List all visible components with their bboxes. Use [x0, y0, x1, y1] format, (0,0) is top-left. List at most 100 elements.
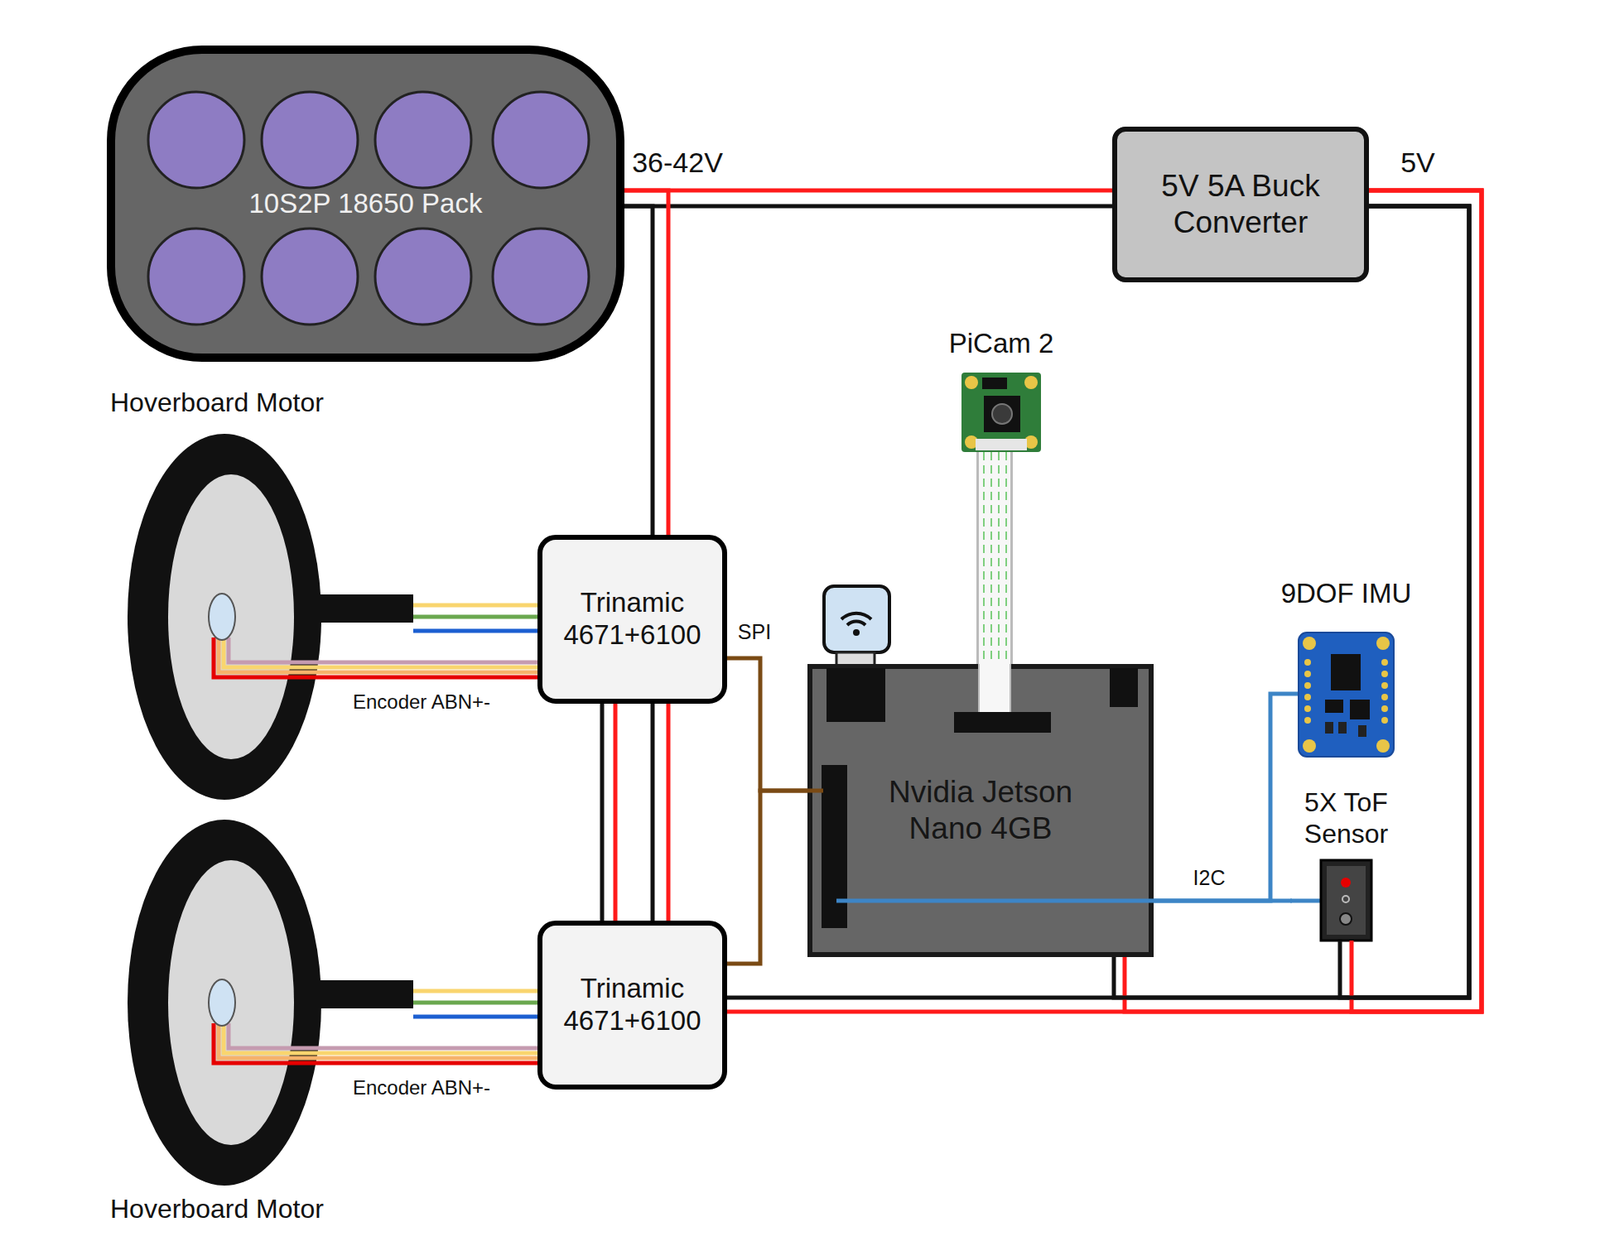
wire — [727, 790, 808, 964]
mount-hole — [1302, 636, 1316, 651]
tof-receiver — [1339, 913, 1352, 926]
wire — [1124, 190, 1482, 1013]
motor-driver: Trinamic 4671+6100 — [537, 920, 728, 1090]
imu-pins — [1304, 659, 1388, 724]
node-label: Trinamic 4671+6100 — [550, 587, 714, 652]
encoder-wire — [223, 1023, 414, 1054]
pin — [1381, 705, 1388, 713]
wire — [624, 206, 653, 535]
pin — [1381, 670, 1388, 678]
voltage-label: 36-42V — [629, 147, 726, 179]
motor-drawing — [127, 819, 414, 1186]
node-label: 5V 5A Buck Converter — [1125, 168, 1356, 241]
mount-hole — [1376, 636, 1390, 651]
wire — [413, 675, 538, 680]
camera-slot — [954, 712, 1051, 733]
jetson-board: Nvidia Jetson Nano 4GB — [807, 664, 1154, 958]
wire-connector — [602, 703, 669, 921]
wire — [624, 204, 1113, 209]
imu-chip — [1330, 654, 1361, 691]
encoder-wire — [213, 1023, 414, 1064]
imu-chip — [1325, 699, 1344, 714]
node-label: PiCam 2 — [949, 327, 1055, 361]
wifi-icon — [853, 629, 860, 637]
imu-part — [1325, 722, 1334, 734]
pin — [1304, 693, 1311, 701]
pin — [1304, 682, 1311, 690]
node-label: 10S2P 18650 Pack — [249, 187, 483, 221]
hoverboard-motor: Hoverboard Motor — [110, 387, 414, 801]
wire — [1153, 693, 1278, 902]
usb-port — [826, 668, 886, 723]
wire — [413, 603, 538, 608]
tof-drawing — [1290, 860, 1372, 941]
wire-connector — [1153, 693, 1278, 902]
node-label: Hoverboard Motor — [110, 387, 324, 420]
wire — [413, 1001, 538, 1006]
wire — [413, 1056, 538, 1061]
mount-hole — [1024, 375, 1038, 390]
tof-face — [1326, 866, 1366, 935]
motor-axle — [208, 593, 236, 641]
i2c-stub — [836, 899, 1154, 904]
wire — [976, 452, 1013, 665]
wire — [613, 703, 618, 921]
voltage-label: 5V — [1397, 147, 1438, 179]
signal-label: I2C — [1190, 867, 1229, 891]
i2c-stub — [1290, 899, 1323, 904]
i2c-stub — [1277, 692, 1301, 697]
wire — [413, 1015, 538, 1020]
wire — [983, 452, 985, 665]
wire-connector — [1113, 190, 1482, 1013]
buck-converter: 5V 5A Buck Converter — [1112, 126, 1369, 283]
wire — [413, 1046, 538, 1051]
wire-connector — [624, 190, 669, 535]
battery-pack: 10S2P 18650 Pack — [106, 45, 625, 362]
cell — [148, 228, 245, 325]
encoder-wire — [228, 637, 414, 663]
cell — [261, 228, 358, 325]
cell — [148, 91, 245, 188]
wire — [413, 670, 538, 675]
pin — [1304, 705, 1311, 713]
tof-body — [1320, 860, 1372, 941]
cell — [375, 91, 472, 188]
mount-hole — [1376, 739, 1390, 753]
tof-lens — [1342, 896, 1350, 903]
wire — [1113, 206, 1470, 998]
encoder-wire — [228, 1023, 414, 1049]
tof-sensor: 5X ToF Sensor — [1291, 787, 1401, 941]
wire — [727, 190, 1482, 1013]
camera-flex — [982, 377, 1008, 390]
wifi-icon — [841, 613, 872, 620]
motor-tire — [127, 819, 322, 1186]
wire — [990, 452, 993, 665]
wire-connector — [727, 190, 1482, 1013]
motor-axle — [208, 979, 236, 1027]
wire-connector — [727, 658, 808, 791]
pin — [1304, 717, 1311, 724]
motor-driver: Trinamic 4671+6100 — [537, 534, 728, 704]
pin — [1381, 693, 1388, 701]
wire — [413, 989, 538, 994]
cell — [261, 91, 358, 188]
ribbon-tail — [978, 662, 1011, 714]
motor-drawing — [127, 433, 414, 800]
camera-module: PiCam 2 — [927, 327, 1075, 453]
cell — [492, 228, 589, 325]
signal-label: Encoder ABN+- — [350, 1077, 493, 1099]
imu-pcb — [1298, 632, 1394, 757]
mount-hole — [964, 375, 979, 390]
camera-pcb — [961, 372, 1041, 453]
wire-connector — [1153, 901, 1292, 902]
pin — [1381, 682, 1388, 690]
battery-cells — [148, 91, 589, 325]
wire-connector — [624, 190, 1113, 207]
encoder-wire — [218, 1023, 414, 1059]
wire — [600, 703, 605, 921]
wire — [1153, 899, 1292, 904]
pin — [1381, 659, 1388, 666]
node-label: Nvidia Jetson Nano 4GB — [856, 774, 1105, 847]
